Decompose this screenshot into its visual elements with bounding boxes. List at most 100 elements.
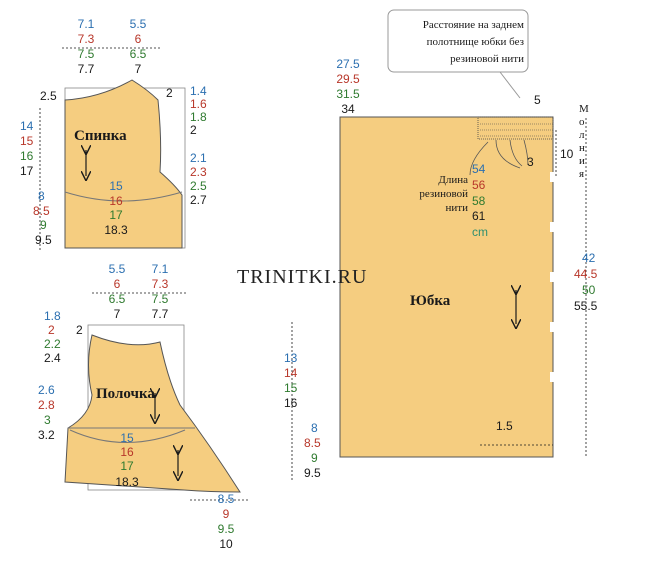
front-hem-1: 8.5 [218, 492, 235, 506]
skirt-no-elastic-zone [477, 116, 554, 140]
front-armhole-4: 3.2 [38, 428, 55, 442]
back-side-4: 17 [20, 164, 34, 178]
skirt-elastic-label-2: резиновой [419, 188, 468, 200]
front-neck-left-4: 7 [114, 307, 121, 321]
skirt-shape [339, 116, 554, 458]
back-bottom-2: 8.5 [33, 204, 50, 218]
front-side-4: 16 [284, 396, 298, 410]
back-shoulder-4: 2 [190, 123, 197, 137]
front-top: 2 [76, 323, 83, 337]
back-shoulder-1: 1.4 [190, 84, 207, 98]
back-neck-right-3: 6.5 [130, 47, 147, 61]
skirt-zip-notches [550, 172, 555, 382]
skirt-callout-box [387, 9, 529, 73]
front-neck-left-3: 6.5 [109, 292, 126, 306]
front-bottom-3: 9 [311, 451, 318, 465]
front-hem-3: 9.5 [218, 522, 235, 536]
skirt-elastic-3: 58 [472, 194, 486, 208]
skirt-elastic-label-3: нити [446, 202, 469, 214]
skirt-top-4: 34 [341, 102, 355, 116]
front-bottom-4: 9.5 [304, 466, 321, 480]
back-neck-left-4: 7.7 [78, 62, 95, 76]
front-bottom-2: 8.5 [304, 436, 321, 450]
back-neck-left-2: 7.3 [78, 32, 95, 46]
front-waist-2: 16 [120, 445, 134, 459]
front-side-1: 13 [284, 351, 298, 365]
skirt-elastic-4: 61 [472, 209, 486, 223]
skirt-m10: 10 [560, 147, 574, 161]
skirt-top-3: 31.5 [336, 87, 360, 101]
front-label: Полочка [96, 386, 155, 402]
back-side-1: 14 [20, 119, 34, 133]
back-armhole-2: 2.3 [190, 165, 207, 179]
back-neck-right-4: 7 [135, 62, 142, 76]
skirt-elastic-1: 54 [472, 162, 486, 176]
skirt-callout-pointer [499, 71, 521, 99]
skirt-elastic-label-1: Длина [438, 174, 468, 186]
front-neck-left-1: 5.5 [109, 262, 126, 276]
back-side-3: 16 [20, 149, 34, 163]
front-shoulder-1: 1.8 [44, 309, 61, 323]
skirt-callout-line-3: резиновой нити [450, 53, 524, 65]
back-armhole-4: 2.7 [190, 193, 207, 207]
skirt-length-2: 44.5 [574, 267, 598, 281]
front-shoulder-4: 2.4 [44, 351, 61, 365]
front-side-2: 14 [284, 366, 298, 380]
back-waist-curve [64, 191, 183, 202]
skirt-m15: 1.5 [496, 419, 513, 433]
front-hem-2: 9 [223, 507, 230, 521]
skirt-callout-line-1: Расстояние на заднем [423, 19, 524, 31]
back-armhole-3: 2.5 [190, 179, 207, 193]
front-neck-right-3: 7.5 [152, 292, 169, 306]
back-bottom-4: 9.5 [35, 233, 52, 247]
back-neck-left-1: 7.1 [78, 17, 95, 31]
back-waist-3: 17 [109, 208, 123, 222]
front-neck-right-1: 7.1 [152, 262, 169, 276]
front-bottom-1: 8 [311, 421, 318, 435]
back-bottom-1: 8 [38, 189, 45, 203]
skirt-elastic-2: 56 [472, 178, 486, 192]
front-shape [64, 334, 241, 493]
front-waist-4: 18.3 [115, 475, 139, 489]
skirt-hatch [480, 123, 553, 137]
skirt-top-1: 27.5 [336, 57, 360, 71]
back-left-top: 2.5 [40, 89, 57, 103]
back-waist-2: 16 [109, 194, 123, 208]
back-shoulder-2: 1.6 [190, 97, 207, 111]
back-neck-right-2: 6 [135, 32, 142, 46]
back-side-2: 15 [20, 134, 34, 148]
skirt-gather-lines [495, 139, 529, 169]
front-piece: Полочка 5.5 6 6.5 7 7.1 7.3 7.5 7.7 2 1.… [38, 262, 321, 551]
front-neck-left-2: 6 [114, 277, 121, 291]
back-bottom-3: 9 [40, 218, 47, 232]
front-armhole-2: 2.8 [38, 398, 55, 412]
front-neck-right-4: 7.7 [152, 307, 169, 321]
skirt-length-1: 42 [582, 251, 596, 265]
watermark: TRINITKI.RU [237, 266, 367, 288]
back-shoulder-3: 1.8 [190, 110, 207, 124]
back-right-top: 2 [166, 86, 173, 100]
skirt-callout-line-2: полотнище юбки без [427, 36, 524, 48]
back-armhole-1: 2.1 [190, 151, 207, 165]
front-waist-curve [69, 429, 186, 443]
front-waist-3: 17 [120, 459, 134, 473]
front-armhole-3: 3 [44, 413, 51, 427]
back-neck-left-3: 7.5 [78, 47, 95, 61]
back-label: Спинка [74, 128, 127, 144]
front-neck-right-2: 7.3 [152, 277, 169, 291]
skirt-piece: Юбка 27.5 29.5 31.5 34 Длина резиновой н… [336, 9, 598, 458]
front-waist-1: 15 [120, 431, 134, 445]
front-armhole-1: 2.6 [38, 383, 55, 397]
back-waist-1: 15 [109, 179, 123, 193]
skirt-m5: 5 [534, 93, 541, 107]
skirt-m3: 3 [527, 155, 534, 169]
back-piece: Спинка 7.1 7.3 7.5 7.7 5.5 6 6.5 7 2.5 2… [20, 17, 207, 250]
skirt-elastic-leader [469, 141, 489, 176]
skirt-top-2: 29.5 [336, 72, 360, 86]
front-shoulder-3: 2.2 [44, 337, 61, 351]
back-waist-4: 18.3 [104, 223, 128, 237]
back-neck-right-1: 5.5 [130, 17, 147, 31]
front-side-3: 15 [284, 381, 298, 395]
